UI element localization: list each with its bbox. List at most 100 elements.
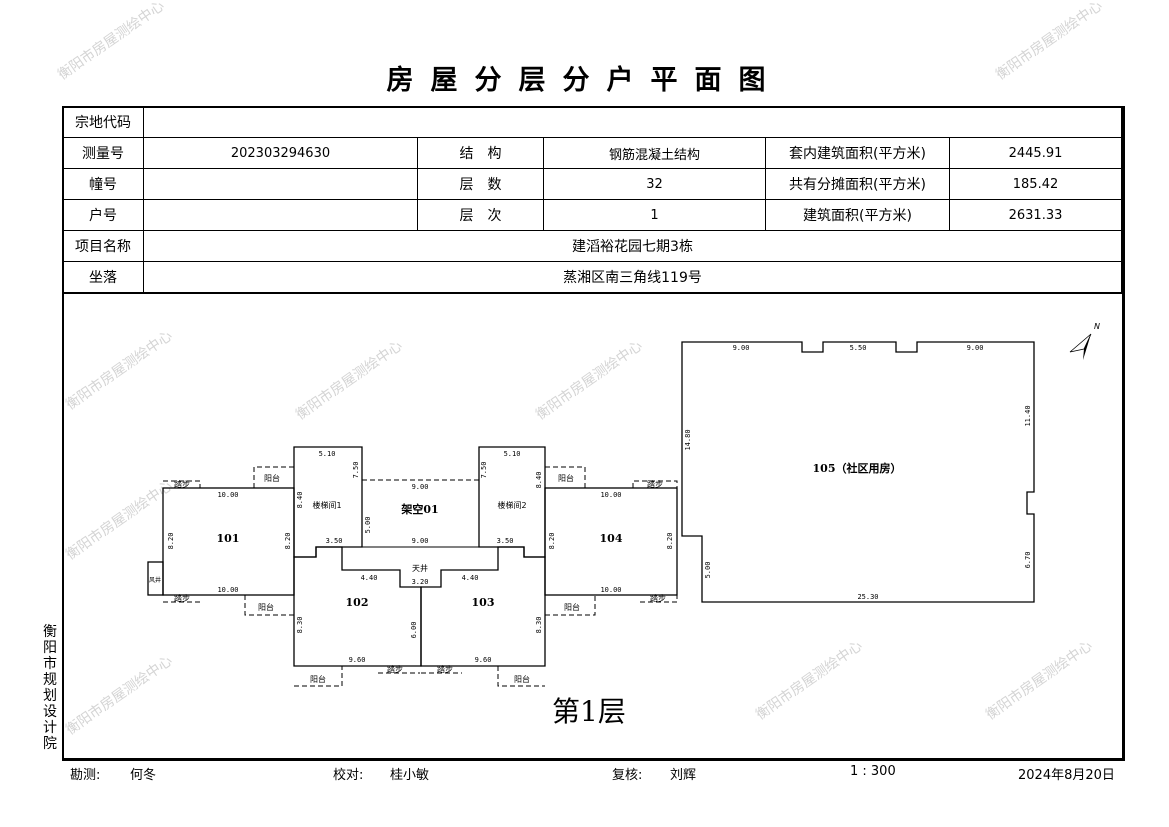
date: 2024年8月20日 bbox=[1018, 768, 1115, 783]
room-label-courtyard: 天井 bbox=[412, 563, 428, 573]
project-label: 项目名称 bbox=[62, 230, 144, 262]
dim-label: 9.00 bbox=[967, 344, 984, 352]
dim-label: 10.00 bbox=[600, 586, 621, 594]
dim-label: 8.40 bbox=[296, 492, 304, 509]
dim-label: 8.20 bbox=[284, 533, 292, 550]
balcony-outline bbox=[244, 595, 294, 616]
room-label-101: 101 bbox=[217, 532, 240, 545]
room-label-103: 103 bbox=[472, 596, 495, 609]
step-label: 踏步 bbox=[387, 664, 403, 674]
dim-label: 9.00 bbox=[733, 344, 750, 352]
step-label: 踏步 bbox=[437, 664, 453, 674]
dim-label: 3.50 bbox=[497, 537, 514, 545]
room-103-outline bbox=[420, 546, 546, 667]
watermark: 衡阳市房屋测绘中心 bbox=[993, 0, 1106, 83]
room-102-outline bbox=[293, 546, 422, 667]
surveyor-label: 勘测: bbox=[70, 768, 101, 783]
scale: 1 : 300 bbox=[850, 764, 896, 779]
dim-label: 9.00 bbox=[412, 537, 429, 545]
floors-value: 32 bbox=[543, 168, 766, 200]
dim-label: 8.20 bbox=[666, 533, 674, 550]
dim-label: 4.40 bbox=[361, 574, 378, 582]
reviewer-label: 复核: bbox=[612, 768, 643, 783]
floor-label: 第1层 bbox=[552, 695, 626, 728]
dim-label: 8.20 bbox=[167, 533, 175, 550]
dim-label: 5.00 bbox=[364, 517, 372, 534]
project-value: 建滔裕花园七期3栋 bbox=[143, 230, 1122, 262]
step-label: 踏步 bbox=[647, 479, 663, 489]
dim-label: 10.00 bbox=[217, 586, 238, 594]
dim-label: 9.60 bbox=[349, 656, 366, 664]
watermark: 衡阳市房屋测绘中心 bbox=[293, 337, 406, 423]
north-arrow-icon: N bbox=[1069, 322, 1100, 360]
dim-label: 5.50 bbox=[850, 344, 867, 352]
dim-label: 6.00 bbox=[410, 622, 418, 639]
dim-label: 7.50 bbox=[480, 462, 488, 479]
shared-area-value: 185.42 bbox=[949, 168, 1122, 200]
checker-label: 校对: bbox=[333, 768, 364, 783]
balcony-outline bbox=[545, 595, 596, 616]
dim-label: 7.50 bbox=[352, 462, 360, 479]
shared-area-label: 共有分摊面积(平方米) bbox=[765, 168, 950, 200]
inner-area-value: 2445.91 bbox=[949, 137, 1122, 169]
dim-label: 10.00 bbox=[600, 491, 621, 499]
dim-label: 8.20 bbox=[548, 533, 556, 550]
room-label-102: 102 bbox=[346, 596, 369, 609]
watermark: 衡阳市房屋测绘中心 bbox=[63, 652, 176, 738]
watermark: 衡阳市房屋测绘中心 bbox=[63, 477, 176, 563]
location-label: 坐落 bbox=[62, 261, 144, 294]
building-no-label: 幢号 bbox=[62, 168, 144, 200]
room-label-pilotis: 架空01 bbox=[400, 502, 438, 516]
room-label-stair-2: 楼梯间2 bbox=[497, 500, 526, 510]
building-no-value bbox=[143, 168, 418, 200]
balcony-outline bbox=[545, 466, 586, 488]
surveyor-name: 何冬 bbox=[130, 768, 157, 783]
balcony-label: 阳台 bbox=[564, 602, 580, 612]
dim-label: 9.60 bbox=[475, 656, 492, 664]
dim-label: 4.40 bbox=[462, 574, 479, 582]
dim-label: 8.30 bbox=[535, 617, 543, 634]
balcony-label: 阳台 bbox=[264, 473, 280, 483]
dim-label: 10.00 bbox=[217, 491, 238, 499]
balcony-label: 阳台 bbox=[558, 473, 574, 483]
step-label: 踏步 bbox=[174, 593, 190, 603]
watermark: 衡阳市房屋测绘中心 bbox=[753, 637, 866, 723]
reviewer-name: 刘辉 bbox=[670, 768, 697, 783]
room-104-outline bbox=[544, 487, 678, 596]
dim-label: 25.30 bbox=[857, 593, 878, 601]
dim-label: 5.10 bbox=[504, 450, 521, 458]
north-label: N bbox=[1094, 322, 1100, 331]
watermark: 衡阳市房屋测绘中心 bbox=[55, 0, 168, 83]
step-outline bbox=[632, 480, 678, 488]
dim-label: 8.30 bbox=[296, 617, 304, 634]
room-105-outline bbox=[681, 341, 1035, 603]
balcony-label: 阳台 bbox=[258, 602, 274, 612]
balcony-outline bbox=[497, 666, 545, 687]
balcony-outline bbox=[253, 466, 294, 488]
dim-label: 3.50 bbox=[326, 537, 343, 545]
dim-label: 14.80 bbox=[684, 429, 692, 450]
watermark: 衡阳市房屋测绘中心 bbox=[983, 637, 1096, 723]
step-outline bbox=[163, 480, 201, 488]
watermark: 衡阳市房屋测绘中心 bbox=[63, 327, 176, 413]
room-label-stair-1: 楼梯间1 bbox=[312, 500, 341, 510]
balcony-label: 阳台 bbox=[310, 674, 326, 684]
balcony-outline bbox=[294, 666, 343, 687]
checker-name: 桂小敏 bbox=[390, 768, 430, 783]
watermarks: 衡阳市房屋测绘中心 衡阳市房屋测绘中心 衡阳市房屋测绘中心 衡阳市房屋测绘中心 … bbox=[55, 0, 1106, 738]
dim-label: 6.70 bbox=[1024, 552, 1032, 569]
survey-no-label: 测量号 bbox=[62, 137, 144, 169]
building-area-label: 建筑面积(平方米) bbox=[765, 199, 950, 231]
dim-label: 3.20 bbox=[412, 578, 429, 586]
building-area-value: 2631.33 bbox=[949, 199, 1122, 231]
shaft-outline bbox=[147, 561, 164, 596]
unit-no-label: 户号 bbox=[62, 199, 144, 231]
info-table: 宗地代码 测量号 202303294630 结 构 钢筋混凝土结构 套内建筑面积… bbox=[62, 106, 1122, 294]
dim-label: 9.00 bbox=[412, 483, 429, 491]
dim-label: 5.10 bbox=[319, 450, 336, 458]
step-label: 踏步 bbox=[174, 479, 190, 489]
dim-label: 5.00 bbox=[704, 562, 712, 579]
side-organization: 衡阳市规划设计院 bbox=[43, 624, 57, 752]
structure-label: 结 构 bbox=[417, 137, 544, 169]
